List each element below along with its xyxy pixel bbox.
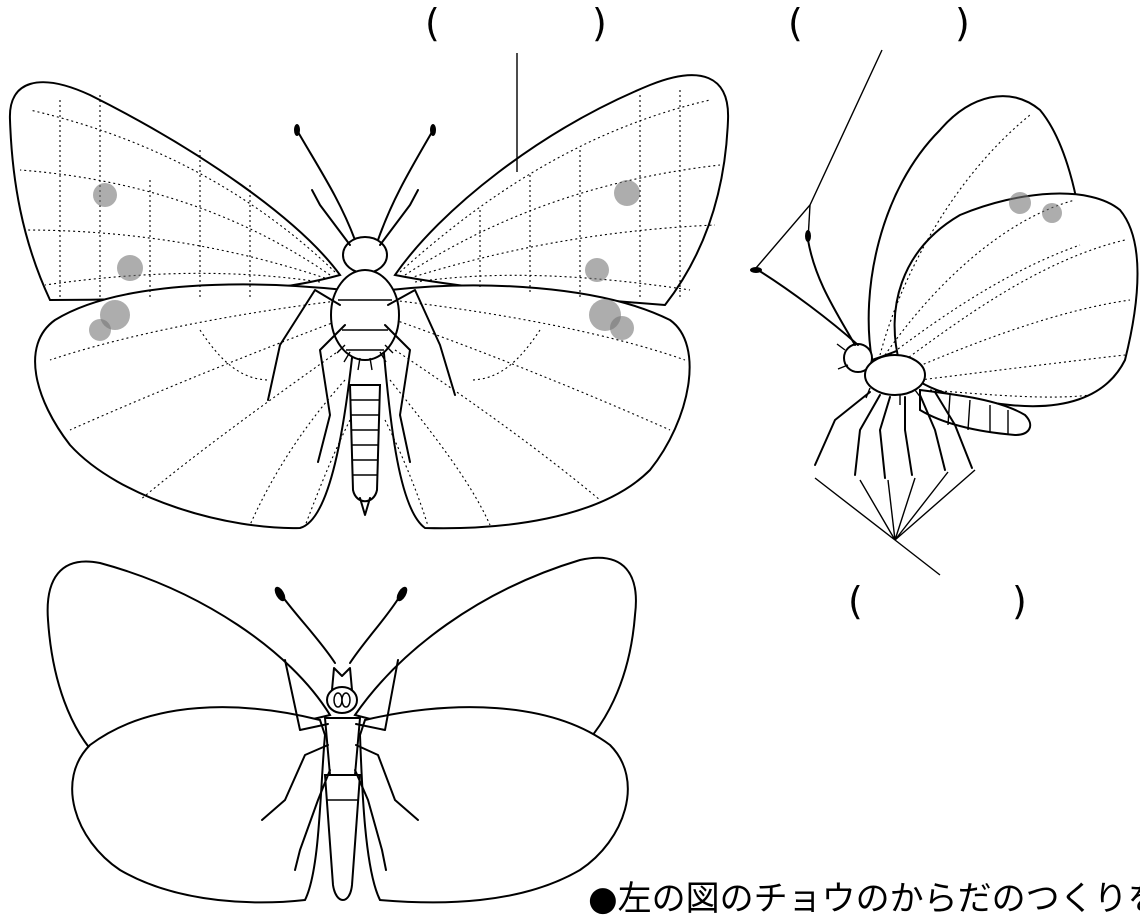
outline-butterfly-ventral bbox=[48, 558, 636, 903]
left-hindwing bbox=[35, 284, 355, 528]
antenna bbox=[298, 132, 355, 240]
wing-spot bbox=[610, 316, 634, 340]
label-bracket-close: ) bbox=[592, 4, 607, 42]
label-bracket-open: ( bbox=[425, 4, 440, 42]
outline-thorax bbox=[325, 718, 360, 775]
side-view-butterfly bbox=[750, 50, 1138, 575]
thorax bbox=[331, 270, 399, 360]
wing-spot bbox=[93, 183, 117, 207]
instruction-caption: ●左の図のチョウのからだのつくりを, bbox=[588, 882, 1140, 916]
wing-spot bbox=[585, 258, 609, 282]
label-pointer-legs bbox=[815, 470, 975, 575]
wing-spot bbox=[614, 180, 640, 206]
label-bracket-open: ( bbox=[788, 4, 803, 42]
head bbox=[343, 237, 387, 273]
label-bracket-close: ) bbox=[1012, 582, 1027, 620]
label-bracket-open: ( bbox=[848, 582, 863, 620]
right-forewing bbox=[395, 75, 728, 305]
antenna bbox=[378, 132, 432, 240]
right-hindwing bbox=[382, 285, 690, 528]
wing-spot bbox=[117, 255, 143, 281]
label-pointer-antenna bbox=[756, 50, 882, 268]
detailed-butterfly-dorsal bbox=[10, 53, 728, 528]
outline-abdomen bbox=[325, 775, 360, 900]
outline-left-hindwing bbox=[72, 707, 325, 902]
side-thorax bbox=[865, 355, 925, 395]
abdomen bbox=[350, 385, 380, 501]
wing-spot bbox=[89, 319, 111, 341]
label-bracket-close: ) bbox=[955, 4, 970, 42]
